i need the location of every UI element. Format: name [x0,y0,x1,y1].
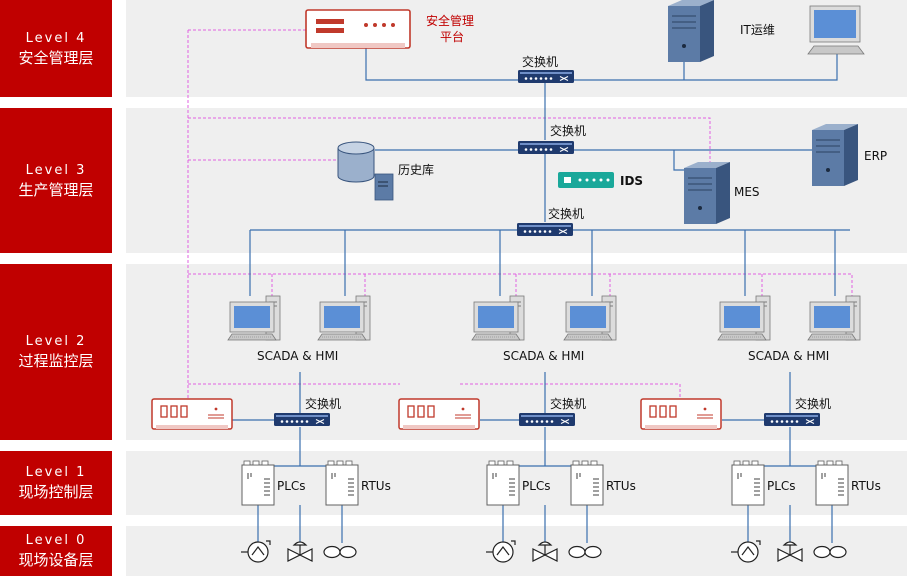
history-db-icon [337,141,394,201]
pump-icon [730,540,761,563]
level-3-label: Level 3 生产管理层 [0,108,112,253]
management-links [152,29,853,400]
valve-icon [777,541,803,562]
workstation-icon [563,295,617,341]
plcs-label: PLCs [277,479,306,493]
switch-area-2-label: 交换机 [550,396,586,411]
ids-device-icon [558,172,614,188]
security-platform-device [305,9,411,49]
level-1-en: Level 1 [25,465,87,480]
mes-server-icon [683,161,731,225]
switch-area-1-label: 交换机 [305,396,341,411]
flow-meter-icon [323,545,357,559]
mes-label: MES [734,185,760,199]
plcs-label: PLCs [522,479,551,493]
pump-icon [485,540,516,563]
level-2-en: Level 2 [25,334,87,349]
it-ops-server-icon [667,0,715,63]
scada-hmi-label: SCADA & HMI [748,349,829,363]
level-2-zh: 过程监控层 [18,353,94,370]
it-ops-label: IT运维 [740,23,775,37]
security-platform-label-1: 安全管理 [426,13,474,28]
switch-area-2-icon [518,412,576,427]
level-4-zh: 安全管理层 [18,49,94,67]
workstation-icon [227,295,281,341]
level-4-label: Level 4 安全管理层 [0,0,112,97]
firewall-icon [151,398,233,430]
scada-hmi-label: SCADA & HMI [257,349,338,363]
level-1-zh: 现场控制层 [18,484,94,501]
ids-label: IDS [620,174,643,188]
level-4-en: Level 4 [25,30,87,46]
band-level-4 [126,0,907,97]
rtus-label: RTUs [606,479,636,493]
level-0-en: Level 0 [25,533,87,548]
level-3-en: Level 3 [25,162,87,178]
switch-area-1-icon [273,412,331,427]
pump-icon [240,540,271,563]
level-3-zh: 生产管理层 [18,181,94,199]
level-0-label: Level 0 现场设备层 [0,526,112,576]
rtus-label: RTUs [361,479,391,493]
firewall-icon [640,398,722,430]
switch-area-3-label: 交换机 [795,396,831,411]
rtu-icon [325,460,359,506]
switch-l4-icon [517,69,575,84]
workstation-icon [471,295,525,341]
band-level-3 [126,108,907,253]
level-0-zh: 现场设备层 [18,552,94,569]
history-db-label: 历史库 [398,162,434,177]
band-level-2 [126,264,907,440]
erp-server-icon [811,123,859,187]
security-platform-label-2: 平台 [440,29,464,44]
workstation-icon [717,295,771,341]
flow-meter-icon [568,545,602,559]
plc-icon [731,460,765,506]
erp-label: ERP [864,149,887,163]
switch-l3-lower-icon [516,222,574,237]
plc-icon [486,460,520,506]
workstation-icon [807,295,861,341]
valve-icon [287,541,313,562]
switch-l4-label: 交换机 [522,54,558,69]
level-1-label: Level 1 现场控制层 [0,451,112,515]
flow-meter-icon [813,545,847,559]
rtus-label: RTUs [851,479,881,493]
rtu-icon [815,460,849,506]
plcs-label: PLCs [767,479,796,493]
valve-icon [532,541,558,562]
level-2-label: Level 2 过程监控层 [0,264,112,440]
firewall-icon [398,398,480,430]
it-ops-monitor-icon [807,5,865,55]
network-links [232,48,850,543]
switch-l3-upper-icon [517,140,575,155]
workstation-icon [317,295,371,341]
switch-area-3-icon [763,412,821,427]
rtu-icon [570,460,604,506]
switch-l3-lower-label: 交换机 [548,206,584,221]
scada-hmi-label: SCADA & HMI [503,349,584,363]
plc-icon [241,460,275,506]
switch-l3-upper-label: 交换机 [550,123,586,138]
